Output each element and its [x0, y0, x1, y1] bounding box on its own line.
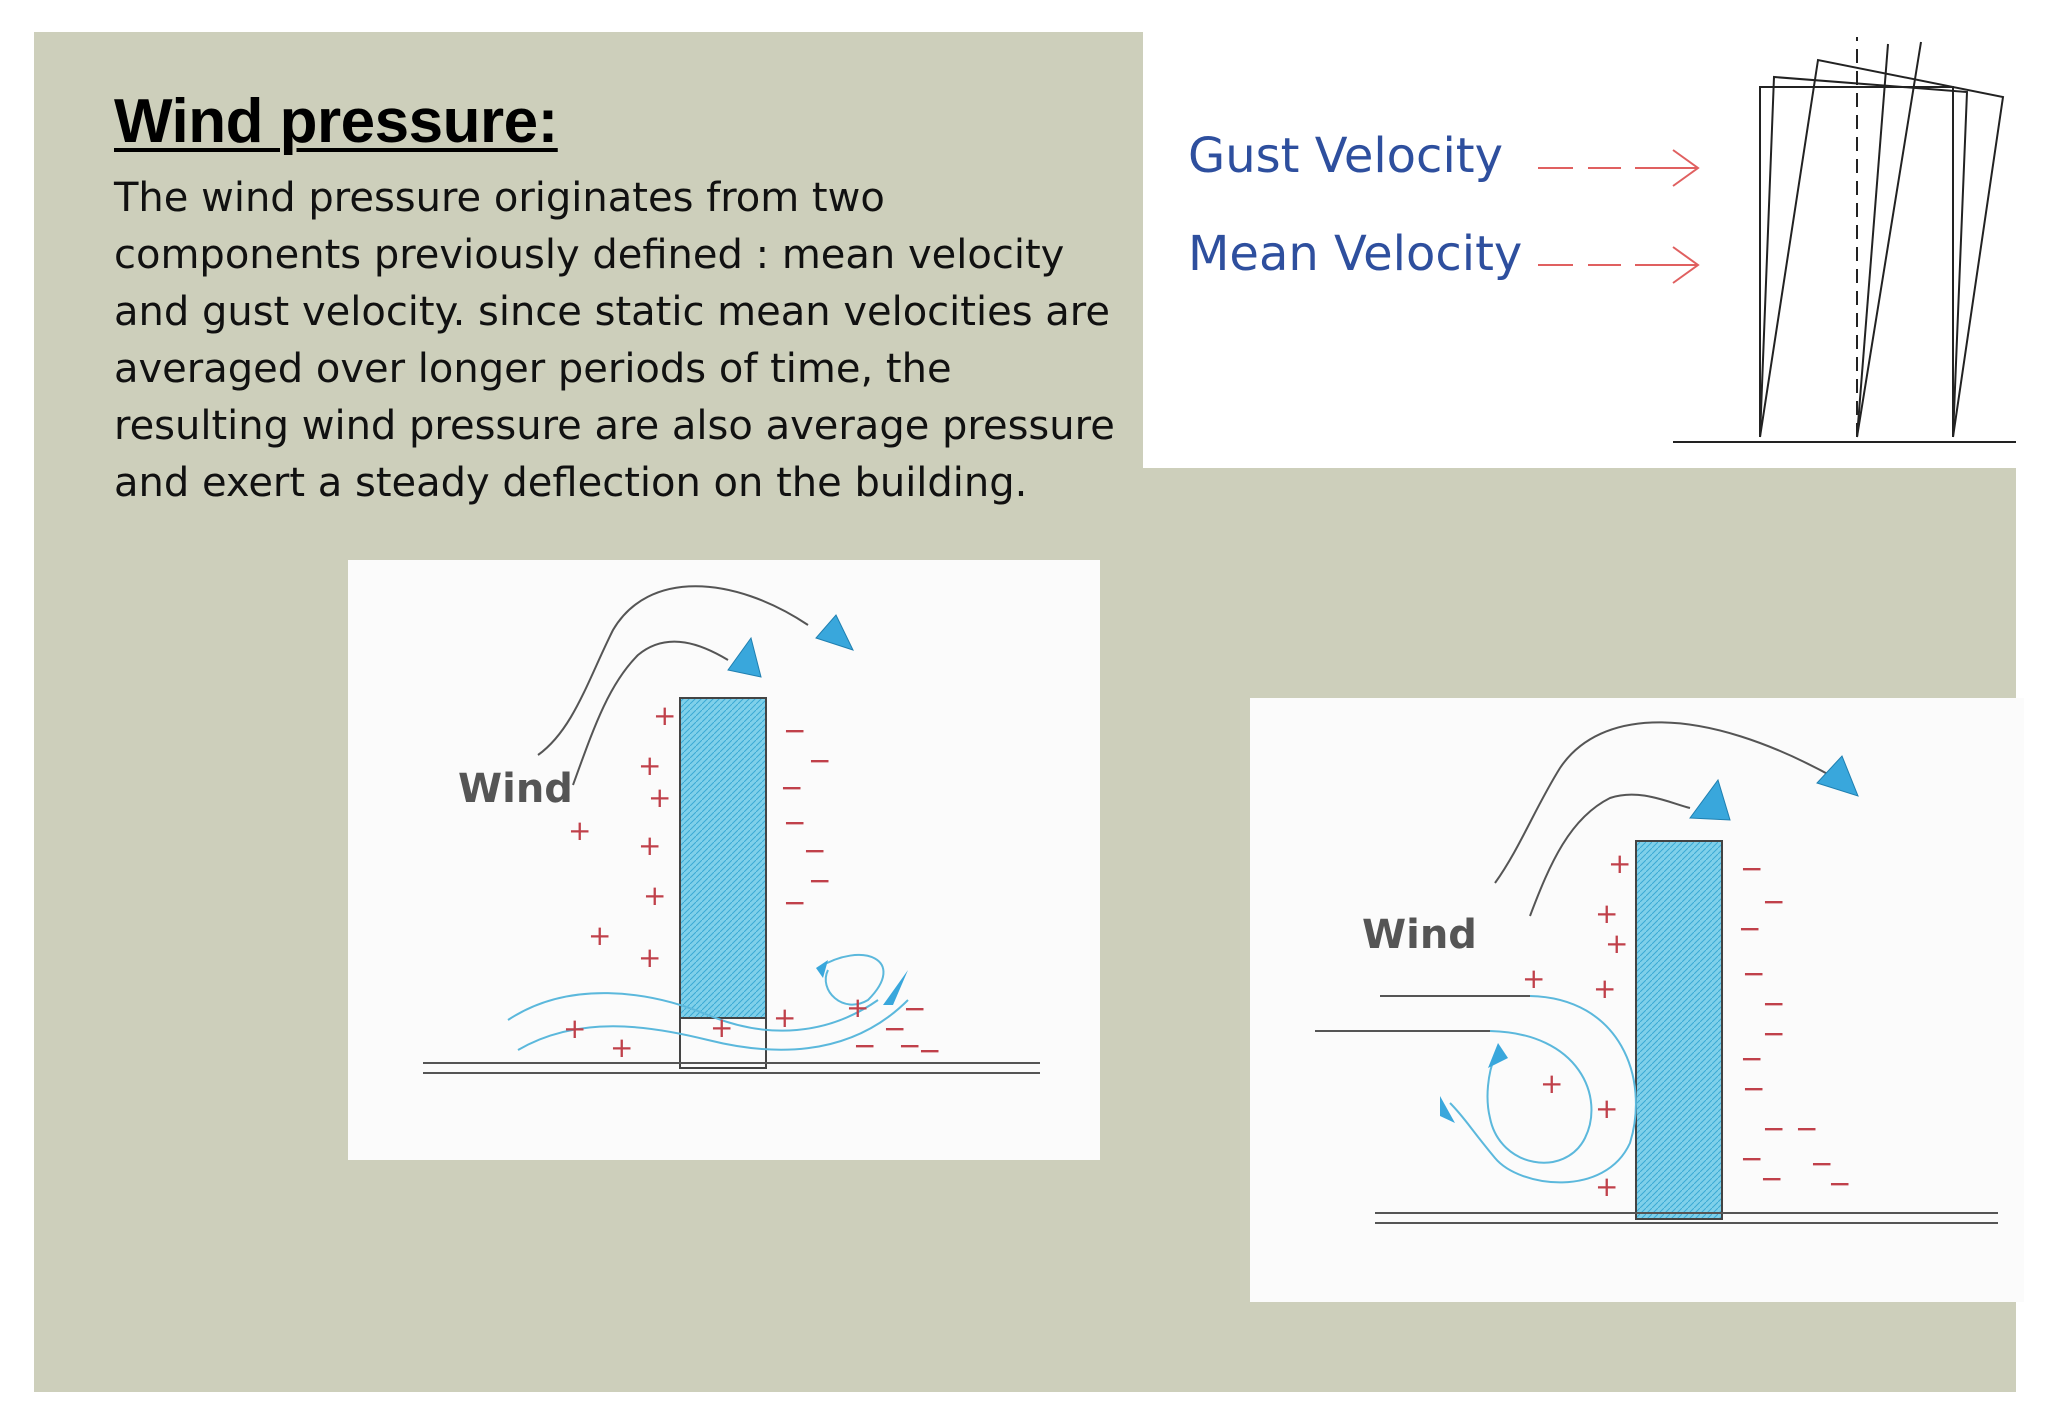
svg-text:+: +	[610, 1031, 633, 1064]
svg-text:+: +	[588, 919, 611, 952]
velocity-diagram: Gust Velocity Mean Velocity	[1143, 32, 2016, 468]
body-paragraph: The wind pressure originates from two co…	[114, 175, 1115, 506]
wind-label: Wind	[1362, 912, 1477, 958]
svg-text:+: +	[1605, 927, 1628, 960]
building	[1635, 840, 1723, 1220]
mean-velocity-arrow	[1538, 246, 1700, 284]
svg-text:−: −	[1762, 987, 1785, 1020]
svg-text:−: −	[808, 744, 831, 777]
windward-pressure-diagram: Wind + + + + + + + + + + + + + − − − − −…	[348, 560, 1100, 1160]
svg-text:−: −	[1795, 1112, 1818, 1145]
wind-flow-lines	[1494, 721, 1836, 917]
svg-text:+: +	[643, 879, 666, 912]
svg-text:−: −	[883, 1012, 906, 1045]
gust-arrow	[1538, 149, 1700, 187]
svg-text:−: −	[1738, 912, 1761, 945]
svg-text:+: +	[846, 991, 869, 1024]
svg-text:+: +	[1522, 962, 1545, 995]
svg-text:−: −	[898, 1029, 921, 1062]
svg-text:−: −	[1810, 1147, 1833, 1180]
svg-text:−: −	[1828, 1167, 1851, 1200]
wind-flow-lines	[537, 585, 809, 786]
svg-text:−: −	[783, 886, 806, 919]
eddy-arrowhead	[816, 960, 828, 978]
svg-text:+: +	[638, 749, 661, 782]
wind-label: Wind	[458, 766, 573, 812]
svg-text:−: −	[1762, 885, 1785, 918]
positive-pressure-marks: + + + + + + + + + + + + +	[563, 699, 869, 1064]
building-base	[679, 1017, 767, 1069]
ground-wind-flow	[507, 953, 909, 1051]
svg-text:−: −	[853, 1029, 876, 1062]
svg-text:−: −	[1740, 1042, 1763, 1075]
vortex-arrowhead-inner	[1488, 1043, 1508, 1068]
svg-text:+: +	[710, 1011, 733, 1044]
svg-text:+: +	[568, 814, 591, 847]
svg-text:−: −	[803, 834, 826, 867]
flow-arrowhead-outer	[1816, 755, 1859, 797]
svg-text:−: −	[783, 806, 806, 839]
svg-text:−: −	[918, 1034, 941, 1067]
svg-text:+: +	[1595, 1092, 1618, 1125]
slide-title: Wind pressure:	[114, 87, 558, 156]
negative-pressure-marks: − − − − − − − − − − − − − −	[1738, 852, 1851, 1200]
svg-text:−: −	[1762, 1112, 1785, 1145]
svg-text:+: +	[1595, 897, 1618, 930]
svg-text:+: +	[773, 1001, 796, 1034]
positive-pressure-marks: + + + + + + + +	[1522, 847, 1631, 1203]
leeward-pressure-diagram: Wind + + + + + + + + − − − − − − − − − −…	[1250, 698, 2024, 1302]
flow-arrowhead-outer	[815, 614, 854, 651]
vortex-flow	[1449, 995, 1637, 1184]
svg-text:−: −	[808, 864, 831, 897]
svg-text:−: −	[1740, 1142, 1763, 1175]
svg-text:−: −	[903, 992, 926, 1025]
svg-text:+: +	[1540, 1067, 1563, 1100]
svg-text:−: −	[1742, 957, 1765, 990]
mean-velocity-label: Mean Velocity	[1188, 226, 1522, 282]
svg-text:+: +	[653, 699, 676, 732]
ground-line	[423, 1062, 1040, 1074]
deflected-building-outlines	[1673, 37, 2016, 443]
building	[679, 697, 767, 1019]
svg-text:+: +	[638, 829, 661, 862]
svg-text:+: +	[1595, 1170, 1618, 1203]
svg-text:+: +	[648, 781, 671, 814]
svg-text:+: +	[1593, 972, 1616, 1005]
negative-pressure-marks: − − − − − − − − − − − −	[780, 714, 941, 1067]
svg-text:+: +	[638, 941, 661, 974]
ground-flow-arrowhead	[883, 970, 908, 1005]
flow-arrowhead-inner	[1689, 778, 1731, 821]
svg-text:−: −	[1742, 1072, 1765, 1105]
svg-text:+: +	[1608, 847, 1631, 880]
svg-text:−: −	[1760, 1162, 1783, 1195]
approach-wind-lines	[1315, 995, 1530, 1032]
svg-text:−: −	[783, 714, 806, 747]
ground-line	[1375, 1212, 1998, 1224]
svg-text:−: −	[780, 771, 803, 804]
vortex-arrowhead-outer	[1440, 1096, 1455, 1123]
flow-arrowhead-inner	[727, 636, 762, 678]
svg-text:−: −	[1762, 1017, 1785, 1050]
svg-text:−: −	[1740, 852, 1763, 885]
gust-velocity-label: Gust Velocity	[1188, 128, 1503, 184]
svg-text:+: +	[563, 1012, 586, 1045]
